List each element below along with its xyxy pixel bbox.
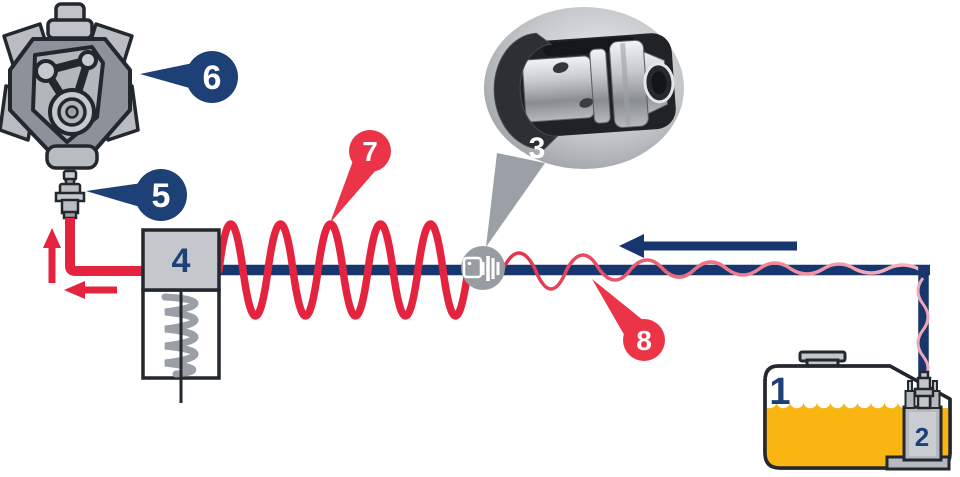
callout-6-tail (140, 63, 193, 89)
pulsation-wave (215, 220, 472, 320)
engine-icon (0, 2, 140, 170)
callout-pulsation: 7 (330, 130, 391, 223)
flow-direction-arrow (619, 234, 797, 258)
callout-7-bubble (349, 130, 391, 172)
callout-6-bubble (186, 51, 238, 103)
engine-oil-pan (45, 144, 99, 170)
balloon-tail (486, 153, 545, 247)
callout-8-bubble (623, 319, 665, 361)
pump-number: 2 (915, 422, 929, 452)
fitting-hole-2 (579, 98, 593, 108)
quick-coupling-marker (461, 153, 545, 290)
fuel-pump: 2 (885, 266, 951, 471)
callout-8-number: 8 (636, 325, 652, 356)
engine-crank-hub (65, 105, 79, 119)
engine-pulley-right (78, 50, 98, 70)
regulator-body (141, 228, 221, 292)
fitting-collar-1 (589, 48, 611, 124)
callout-engine: 6 (140, 51, 238, 103)
callout-7-tail (330, 158, 376, 223)
regulator-number: 4 (172, 242, 191, 280)
outlet-fitting-icon (54, 169, 86, 220)
engine-intake-base (46, 18, 94, 40)
callout-5-number: 5 (152, 177, 171, 215)
red-supply-pipe (65, 218, 145, 276)
tank-number: 1 (769, 371, 790, 413)
pressure-regulator: 4 (141, 228, 221, 403)
engine-pulley-left (34, 59, 58, 83)
callout-supply-line: 8 (592, 279, 665, 361)
pump-panel (909, 412, 936, 456)
magnifier-balloon: 3 (484, 7, 684, 169)
pump-outlet-tube (913, 370, 935, 410)
callout-5-bubble (135, 169, 187, 221)
damped-wave (501, 251, 921, 291)
coupling-photo (493, 32, 676, 150)
damped-wave-vertical (916, 277, 930, 382)
hose-cut-edge (493, 32, 559, 150)
coupling-icon (462, 256, 500, 281)
engine-belt (42, 56, 92, 116)
callout-5-tail (86, 183, 142, 207)
inset-number: 3 (529, 132, 546, 165)
callout-6-number: 6 (203, 59, 222, 97)
callout-7-number: 7 (362, 136, 378, 167)
regulator-spring (161, 293, 199, 378)
flow-arrow-left (64, 281, 117, 299)
flow-arrow-up (43, 228, 61, 283)
fitting-hole-1 (552, 62, 569, 74)
callout-outlet-fitting: 5 (86, 169, 187, 221)
